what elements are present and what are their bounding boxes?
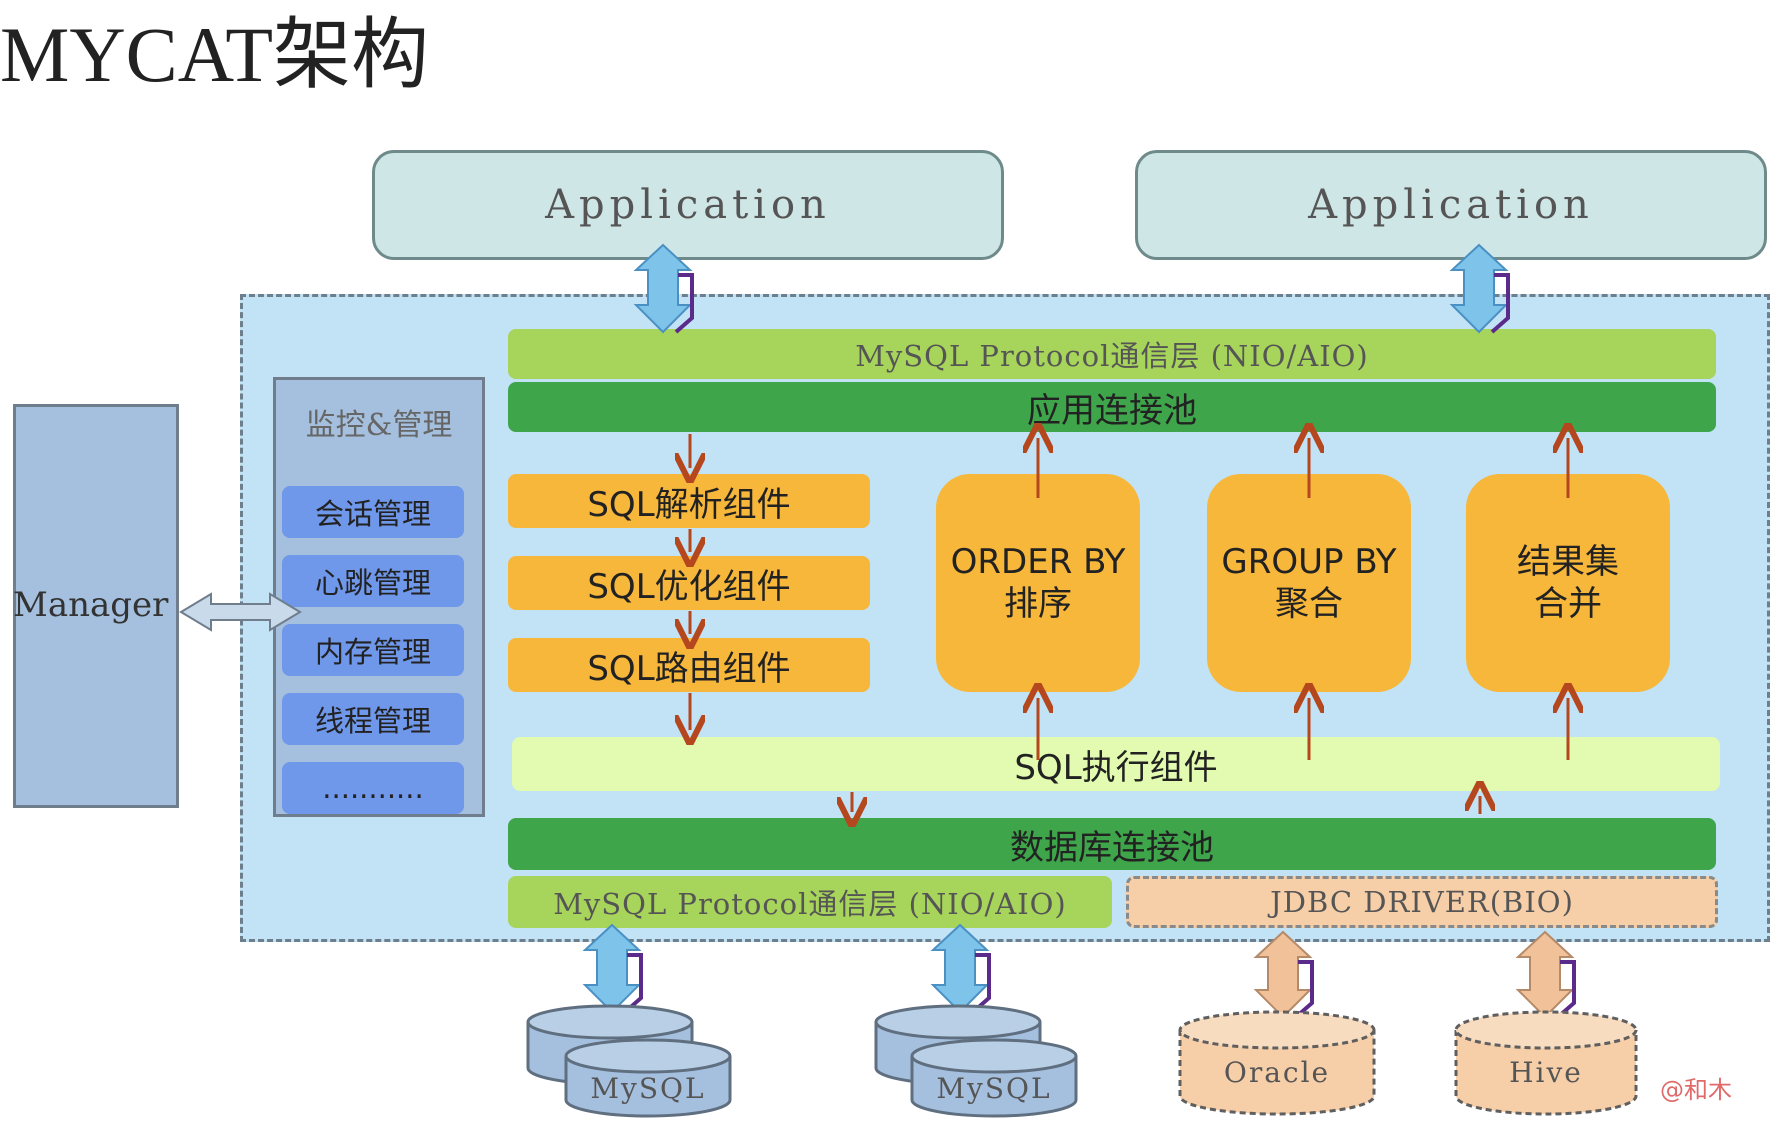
mysql-label-1: MySQL (590, 1072, 706, 1105)
manager-box (13, 404, 179, 808)
mysql-label-2: MySQL (936, 1072, 1052, 1105)
hive-label: Hive (1509, 1056, 1583, 1089)
mysql-cylinder-2-front (910, 1038, 1078, 1118)
mysql1-double-arrow (582, 923, 643, 1014)
monitor-title: 监控&管理 (305, 408, 453, 443)
monitor-item-more: ........... (282, 762, 464, 814)
order-by-sort: ORDER BY 排序 (936, 474, 1140, 692)
page-title: MYCAT架构 (0, 11, 430, 98)
app-right-double-arrow (1449, 243, 1510, 334)
monitor-item-thread: 线程管理 (282, 693, 464, 745)
application-box-left: Application (372, 150, 1004, 260)
mysql-cylinder-1-front (564, 1038, 732, 1118)
monitor-item-memory: 内存管理 (282, 624, 464, 676)
oracle-cylinder (1178, 1010, 1376, 1116)
monitor-item-heartbeat: 心跳管理 (282, 555, 464, 607)
application-box-right: Application (1135, 150, 1767, 260)
database-connection-pool: 数据库连接池 (508, 818, 1716, 870)
manager-monitor-double-arrow (179, 592, 302, 632)
protocol-layer-top: MySQL Protocol通信层 (NIO/AIO) (508, 329, 1716, 379)
mysql2-double-arrow (930, 923, 991, 1014)
group-by-aggregate: GROUP BY 聚合 (1207, 474, 1411, 692)
jdbc-driver-layer: JDBC DRIVER(BIO) (1126, 876, 1718, 928)
protocol-layer-bottom: MySQL Protocol通信层 (NIO/AIO) (508, 876, 1112, 928)
oracle-label: Oracle (1223, 1056, 1331, 1089)
sql-parse-component: SQL解析组件 (508, 474, 870, 528)
watermark: @和木 (1660, 1076, 1732, 1104)
result-set-merge: 结果集 合并 (1466, 474, 1670, 692)
manager-label: Manager (13, 585, 169, 625)
hive-double-arrow (1515, 930, 1576, 1019)
monitor-item-session: 会话管理 (282, 486, 464, 538)
sql-executor-component: SQL执行组件 (512, 737, 1720, 791)
app-left-double-arrow (633, 243, 694, 334)
sql-flow-arrows (690, 434, 1568, 814)
hive-cylinder (1454, 1010, 1638, 1116)
app-connection-pool: 应用连接池 (508, 382, 1716, 432)
oracle-double-arrow (1253, 930, 1314, 1019)
